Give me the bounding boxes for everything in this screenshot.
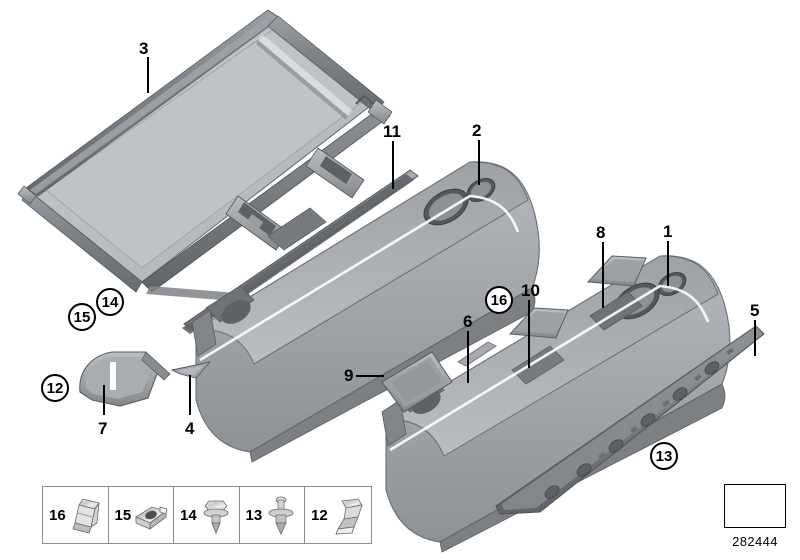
fastener-legend: 16 15 14	[42, 486, 372, 544]
legend-number-13: 13	[245, 506, 263, 524]
leader-line-5	[754, 320, 756, 356]
legend-item-15: 15	[109, 487, 174, 543]
part-10-cover	[508, 307, 569, 339]
part-11-guide-rail	[182, 169, 419, 334]
leader-line-9	[356, 375, 384, 377]
legend-number-16: 16	[49, 506, 66, 524]
legend-item-12: 12	[305, 487, 371, 543]
corner-icon-box	[724, 484, 786, 528]
legend-number-14: 14	[180, 506, 197, 524]
part-9-cover-panel	[381, 351, 453, 413]
part-3-sunshade	[17, 9, 393, 302]
part-6-strip	[457, 341, 497, 367]
flanged-screw-icon	[203, 500, 228, 535]
leader-line-7	[103, 385, 105, 415]
legend-item-16: 16	[43, 487, 109, 543]
legend-number-15: 15	[114, 506, 132, 524]
circled-callout-13: 13	[650, 442, 678, 470]
sunshade-drive-block	[225, 195, 289, 251]
part-4-wedge	[170, 361, 212, 379]
legend-item-13: 13	[240, 487, 305, 543]
circled-callout-14: 14	[96, 288, 124, 316]
part-2-parcel-shelf	[191, 161, 540, 463]
callout-5: 5	[750, 301, 760, 320]
circled-callout-15: 15	[68, 303, 96, 331]
leader-line-3	[147, 57, 149, 93]
bracket-clip-icon	[334, 498, 363, 535]
leader-line-8	[602, 242, 604, 308]
part-1-parcel-shelf	[381, 255, 731, 553]
sunshade-guide-block	[305, 147, 365, 199]
leader-line-10	[528, 300, 530, 368]
reference-number: 282444	[732, 534, 778, 549]
legend-number-12: 12	[311, 506, 328, 524]
callout-3: 3	[139, 39, 149, 58]
expanding-rivet-icon	[268, 496, 294, 535]
callout-6: 6	[463, 312, 473, 331]
leader-line-4	[189, 375, 191, 415]
leader-line-2	[478, 140, 480, 185]
leader-line-1	[667, 241, 669, 286]
circled-callout-16: 16	[485, 286, 513, 314]
circled-callout-12: 12	[41, 374, 69, 402]
u-nut-clip-icon	[135, 506, 168, 530]
part-8-cover	[586, 255, 647, 287]
callout-8: 8	[596, 223, 606, 242]
legend-item-14: 14	[174, 487, 240, 543]
spring-clip-icon	[71, 498, 100, 534]
callout-2: 2	[472, 121, 482, 140]
leader-line-6	[467, 331, 469, 383]
callout-7: 7	[98, 419, 108, 438]
callout-4: 4	[185, 419, 195, 438]
leader-line-11	[392, 141, 394, 189]
callout-1: 1	[663, 222, 673, 241]
callout-9: 9	[344, 366, 354, 385]
callout-11: 11	[383, 122, 401, 141]
callout-10: 10	[521, 281, 540, 300]
part-7-side-trim	[79, 351, 171, 407]
